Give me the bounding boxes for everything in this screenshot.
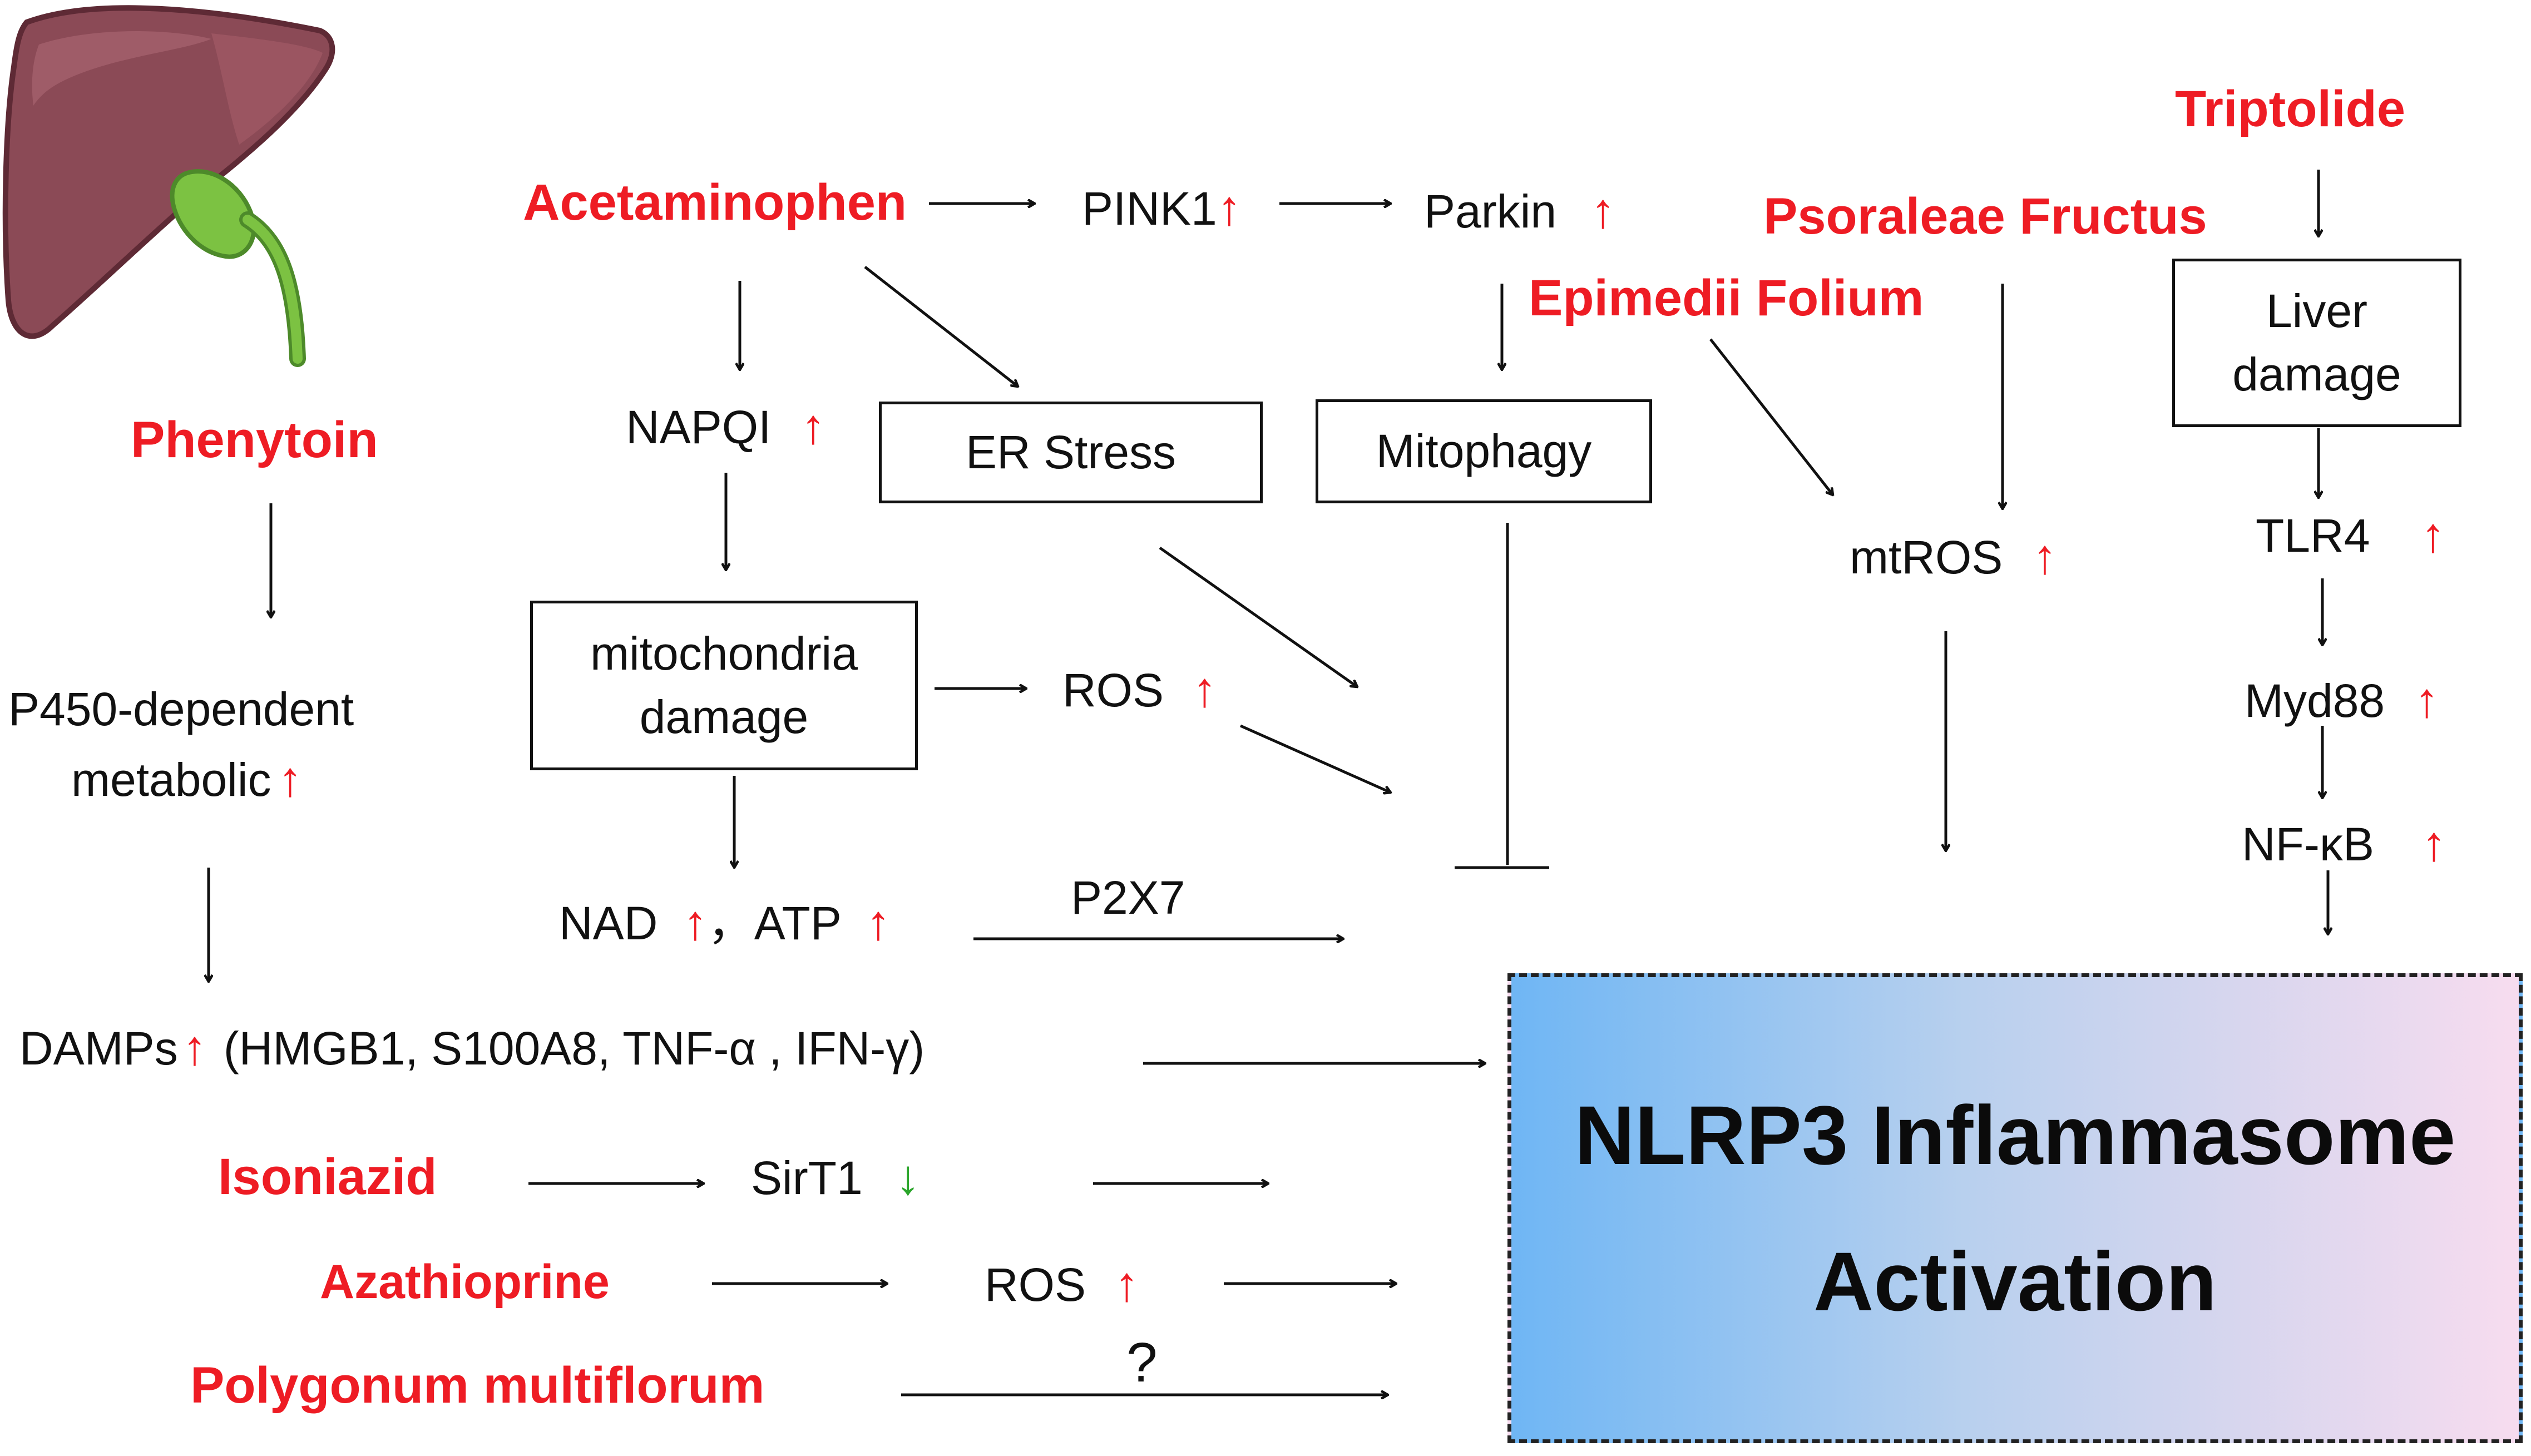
p450-up-arrow: ↑ xyxy=(278,751,303,806)
drug-polygonum-multiflorum: Polygonum multiflorum xyxy=(190,1357,765,1414)
liver-illustration xyxy=(2,5,335,367)
liver-damage-box: Liver damage xyxy=(2172,259,2461,427)
drug-epimedii-folium: Epimedii Folium xyxy=(1529,270,1924,326)
node-parkin: Parkin ↑ xyxy=(1424,186,1615,235)
node-myd88: Myd88 ↑ xyxy=(2245,676,2439,725)
arrow-erstress-inhib xyxy=(1159,546,1357,687)
nad-atp-separator: ， xyxy=(707,897,754,949)
unknown-mechanism-mark: ? xyxy=(1126,1331,1158,1394)
mtros-label: mtROS xyxy=(1850,531,2003,583)
node-nad-atp: NAD ↑，ATP ↑ xyxy=(559,898,891,947)
ros-1-label: ROS xyxy=(1062,664,1164,716)
damps-up-arrow: ↑ xyxy=(182,1020,207,1075)
gallbladder xyxy=(170,169,256,259)
sirt1-label: SirT1 xyxy=(751,1152,863,1204)
nlrp3-title-line2: Activation xyxy=(1813,1234,2217,1328)
nad-label: NAD xyxy=(559,897,658,949)
arrow-epimedii-mtros xyxy=(1709,338,1833,495)
sirt1-down-arrow: ↓ xyxy=(896,1150,921,1205)
node-damps: DAMPs↑ (HMGB1, S100A8, TNF-α , IFN-γ) xyxy=(19,1023,925,1072)
arrow-ros-inhib xyxy=(1239,724,1391,793)
myd88-label: Myd88 xyxy=(2245,675,2385,727)
ros-1-up-arrow: ↑ xyxy=(1192,662,1217,717)
nlrp3-activation-box: NLRP3 Inflammasome Activation xyxy=(1507,973,2523,1443)
node-sirt1: SirT1 ↓ xyxy=(751,1153,920,1202)
atp-up-arrow: ↑ xyxy=(866,895,891,950)
node-napqi: NAPQI ↑ xyxy=(626,402,825,451)
mitochondria-damage-box: mitochondria damage xyxy=(530,601,918,770)
node-ros-2: ROS ↑ xyxy=(985,1260,1139,1309)
liver-damage-line2: damage xyxy=(2232,348,2401,400)
node-tlr4: TLR4 ↑ xyxy=(2256,511,2445,559)
node-p450-line2: metabolic↑ xyxy=(71,755,303,804)
mitophagy-box: Mitophagy xyxy=(1316,399,1652,503)
node-p450-line1: P450-dependent xyxy=(8,683,354,735)
drug-isoniazid: Isoniazid xyxy=(218,1148,437,1205)
drug-psoraleae-fructus: Psoraleae Fructus xyxy=(1763,188,2207,245)
parkin-label: Parkin xyxy=(1424,185,1557,237)
label-p2x7: P2X7 xyxy=(1071,871,1185,924)
nlrp3-title-line1: NLRP3 Inflammasome xyxy=(1574,1088,2456,1182)
node-ros-1: ROS ↑ xyxy=(1062,665,1217,714)
pink1-label: PINK1 xyxy=(1082,182,1217,235)
nad-up-arrow: ↑ xyxy=(683,895,708,950)
node-pink1: PINK1↑ xyxy=(1082,184,1242,232)
mtros-up-arrow: ↑ xyxy=(2032,529,2057,584)
liver-left-lobe-shade xyxy=(211,33,323,145)
mito-damage-line1: mitochondria xyxy=(590,627,858,680)
tlr4-label: TLR4 xyxy=(2256,509,2370,562)
drug-phenytoin: Phenytoin xyxy=(131,412,378,468)
arrow-acetaminophen-erstress xyxy=(864,266,1018,387)
atp-label: ATP xyxy=(754,897,841,949)
liver-damage-line1: Liver xyxy=(2266,285,2368,338)
myd88-up-arrow: ↑ xyxy=(2414,672,2439,727)
node-nfkb: NF-κB ↑ xyxy=(2242,819,2446,868)
pink1-up-arrow: ↑ xyxy=(1217,180,1242,235)
p450-metabolic-label: metabolic xyxy=(71,754,271,806)
node-mtros: mtROS ↑ xyxy=(1850,532,2057,581)
nfkb-up-arrow: ↑ xyxy=(2421,816,2446,871)
damps-label: DAMPs xyxy=(19,1022,178,1074)
napqi-label: NAPQI xyxy=(626,401,772,453)
nfkb-label: NF-κB xyxy=(2242,818,2374,870)
drug-acetaminophen: Acetaminophen xyxy=(523,174,907,231)
ros-2-up-arrow: ↑ xyxy=(1114,1256,1139,1311)
drug-triptolide: Triptolide xyxy=(2175,81,2405,137)
ros-2-label: ROS xyxy=(985,1259,1086,1311)
liver-highlight xyxy=(32,31,211,106)
er-stress-box: ER Stress xyxy=(879,402,1263,503)
damps-list: (HMGB1, S100A8, TNF-α , IFN-γ) xyxy=(223,1022,925,1074)
parkin-up-arrow: ↑ xyxy=(1590,183,1615,238)
drug-azathioprine: Azathioprine xyxy=(320,1255,610,1309)
mito-damage-line2: damage xyxy=(639,690,809,743)
tlr4-up-arrow: ↑ xyxy=(2420,507,2445,562)
napqi-up-arrow: ↑ xyxy=(800,399,825,454)
